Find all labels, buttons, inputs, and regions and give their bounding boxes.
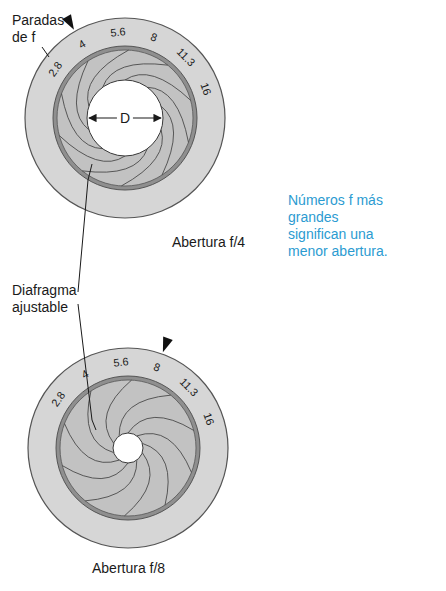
caption-label: Abertura f/4	[172, 234, 245, 251]
blade-edge	[137, 434, 192, 473]
blade-edge	[65, 424, 120, 463]
callout-label: Diafragma ajustable	[12, 282, 92, 316]
index-pointer	[163, 336, 173, 352]
lens-ring-top	[25, 18, 225, 218]
blade-edge	[62, 463, 128, 479]
blade-edge	[119, 395, 171, 436]
note-text: Números f más grandes significan una men…	[288, 192, 388, 260]
blade-edge	[85, 460, 137, 501]
iris-blades	[59, 50, 193, 516]
blade-edge	[142, 443, 168, 505]
index-pointers	[62, 14, 173, 352]
aperture-opening	[113, 433, 143, 463]
leader-line	[78, 304, 96, 430]
dimension-label: D	[117, 110, 133, 127]
f-stop-number: 5.6	[112, 356, 128, 369]
callout-label: Paradas de f	[12, 12, 74, 46]
leader-line	[78, 164, 92, 292]
blade-edge	[128, 417, 194, 433]
blade-edge	[88, 391, 114, 453]
lens-ring-bottom	[28, 348, 228, 548]
caption-label: Abertura f/8	[92, 560, 165, 577]
aperture-opening	[87, 80, 163, 156]
leader-line	[42, 47, 49, 57]
f-stop-number: 5.6	[109, 26, 125, 39]
